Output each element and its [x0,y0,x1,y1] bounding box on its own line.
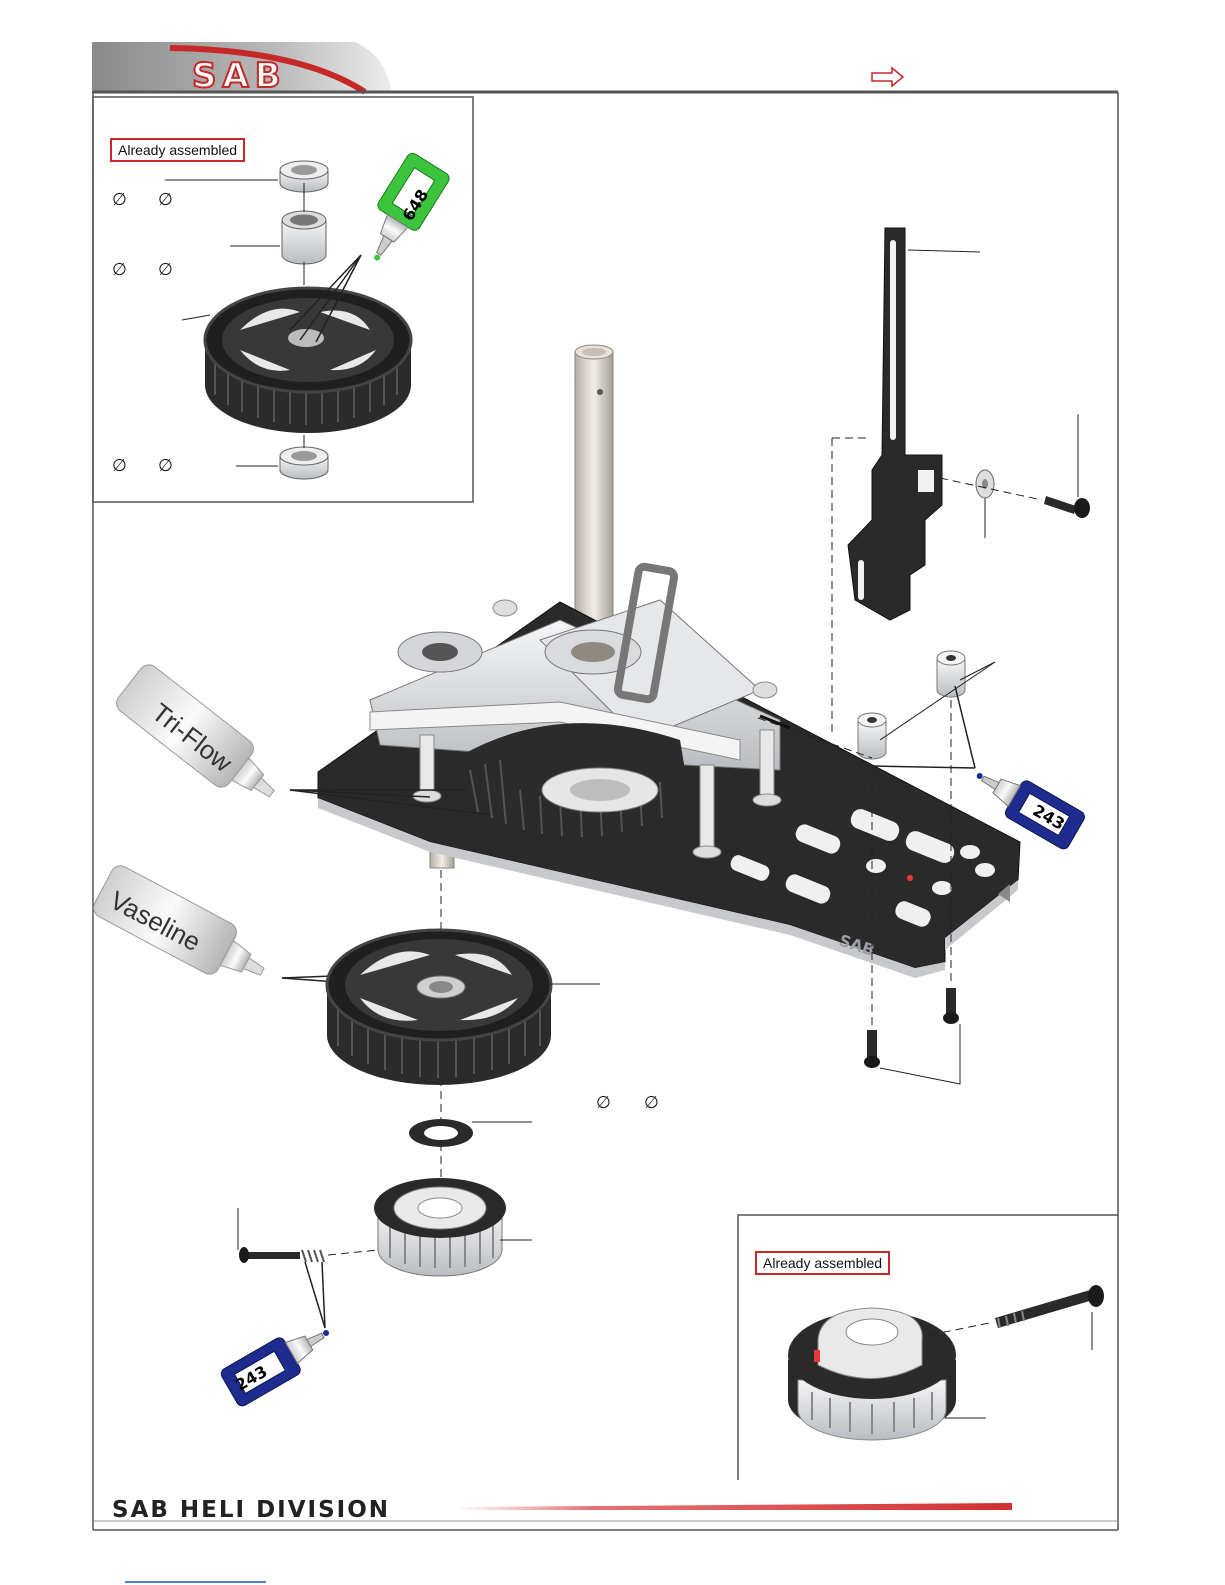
diameter-symbol: ∅ [112,456,127,476]
leader-line [880,1024,960,1084]
spacer-right [937,651,965,697]
washer-small [976,470,994,498]
pulley [374,1178,506,1276]
pulley-clamp-bolt-inset [995,1285,1104,1328]
one-way-bearing [282,211,326,264]
main-gear-exploded [327,930,551,1085]
bolt-carbon-plate [1044,496,1090,518]
apply-arrows-blue-right [872,686,975,768]
diameter-symbol: ∅ [158,456,173,476]
spacer-left [858,713,886,759]
leader-line [182,315,210,320]
shim-washer [409,1119,473,1147]
diameter-symbol: ∅ [644,1093,659,1113]
callout-already-assembled-top: Already assembled [110,138,245,162]
screw-lower-right [943,988,959,1024]
brand-logo: SAB [192,56,287,96]
carbon-plate [848,228,942,620]
diameter-symbol: ∅ [158,260,173,280]
pulley-assembled [788,1308,956,1440]
bearing-bottom [280,447,328,479]
apply-arrows-blue-left [305,1262,325,1328]
next-page-arrow-icon[interactable] [872,68,903,86]
diameter-symbol: ∅ [112,190,127,210]
footer-brand: SAB HELI DIVISION [112,1497,390,1523]
diameter-symbol: ∅ [112,260,127,280]
leader-line [908,250,980,252]
assembly-path [328,1250,378,1255]
diameter-symbol: ∅ [158,190,173,210]
callout-already-assembled-bottom: Already assembled [755,1251,890,1275]
threadlocker-bottle-blue-left [219,1314,340,1408]
screw-lower-left [864,1030,880,1068]
diameter-symbol: ∅ [596,1093,611,1113]
pulley-clamp-bolt [239,1247,324,1263]
main-gear-inset [205,288,411,433]
